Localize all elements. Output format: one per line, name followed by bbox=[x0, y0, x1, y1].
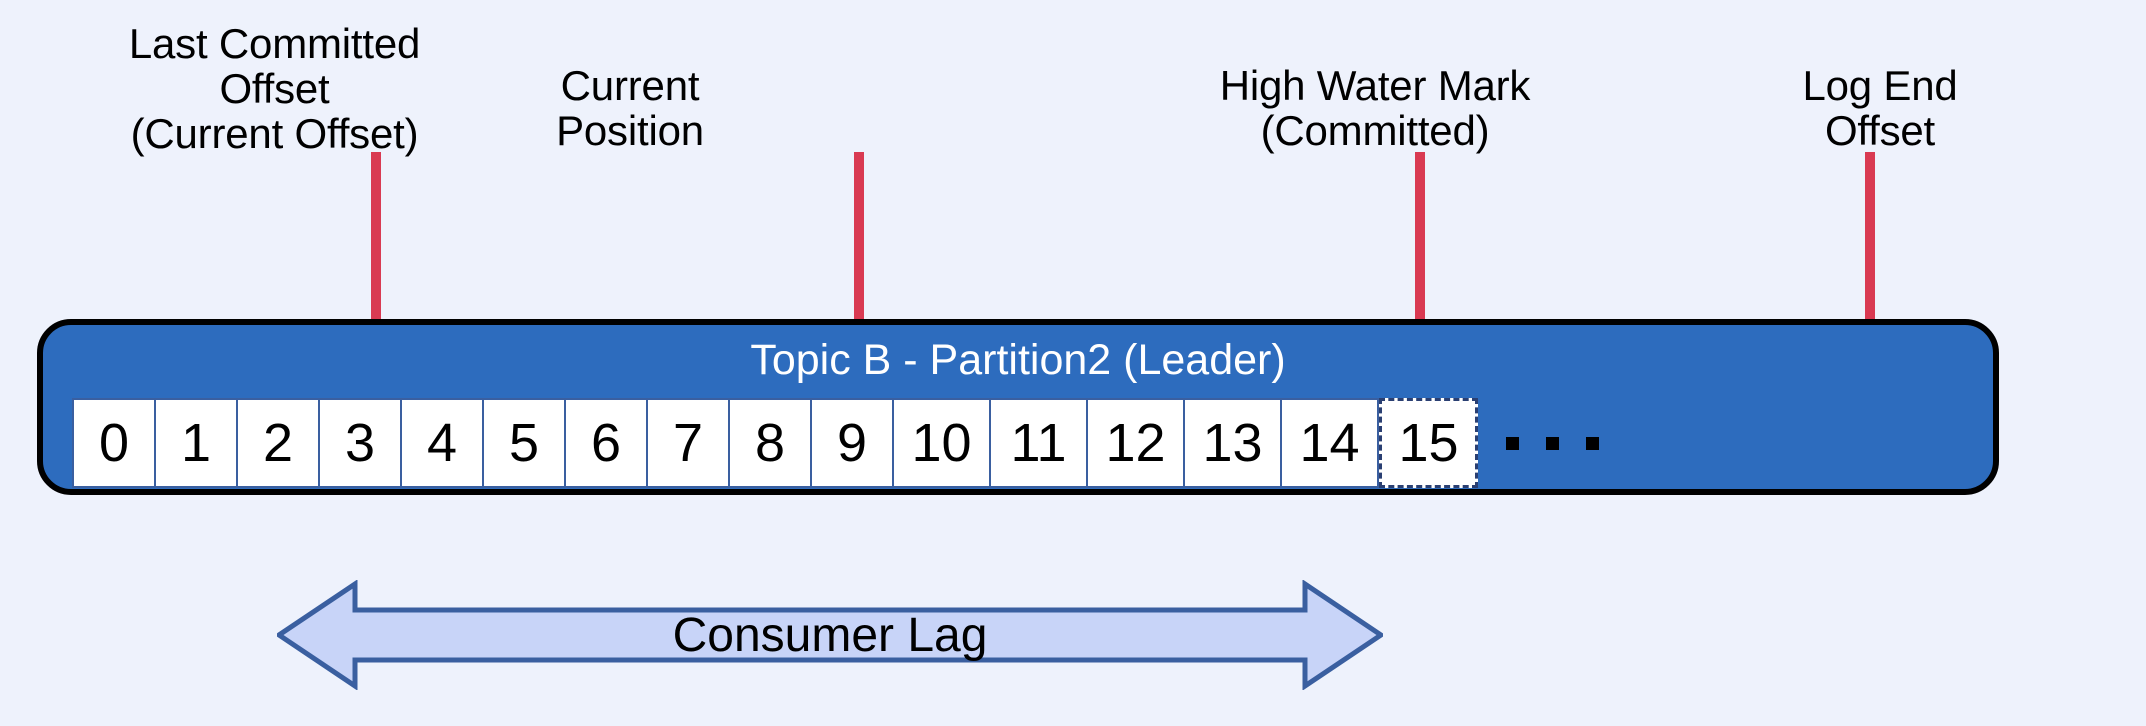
offset-cell[interactable]: 10 bbox=[892, 398, 991, 488]
offset-cell[interactable]: 8 bbox=[728, 398, 812, 488]
offset-cell[interactable]: 13 bbox=[1183, 398, 1282, 488]
callout-label-log-end-offset: Log End Offset bbox=[1802, 62, 1958, 154]
offset-cell[interactable]: 2 bbox=[236, 398, 320, 488]
offset-cell[interactable]: 5 bbox=[482, 398, 566, 488]
callout-label-current-position: Current Position bbox=[556, 62, 704, 154]
offset-cell[interactable]: 6 bbox=[564, 398, 648, 488]
offset-cell[interactable]: 11 bbox=[989, 398, 1088, 488]
offset-cell[interactable]: 7 bbox=[646, 398, 730, 488]
offset-cell[interactable]: 14 bbox=[1280, 398, 1379, 488]
offset-cell[interactable]: 9 bbox=[810, 398, 894, 488]
partition-bar: Topic B - Partition2 (Leader) 0 1 2 3 4 … bbox=[37, 319, 1999, 495]
offset-cell[interactable]: 0 bbox=[72, 398, 156, 488]
offset-cell[interactable]: 1 bbox=[154, 398, 238, 488]
callout-label-high-water-mark: High Water Mark (Committed) bbox=[1219, 62, 1531, 154]
offset-cell[interactable]: 3 bbox=[318, 398, 402, 488]
offsets-row: 0 1 2 3 4 5 6 7 8 9 10 11 12 13 14 15 bbox=[72, 398, 1626, 488]
callout-label-last-committed-offset: Last Committed Offset (Current Offset) bbox=[128, 20, 421, 157]
ellipsis-dot bbox=[1506, 436, 1519, 450]
consumer-lag-arrow-shape bbox=[277, 580, 1383, 690]
offset-cell[interactable]: 12 bbox=[1086, 398, 1185, 488]
offset-cell[interactable]: 4 bbox=[400, 398, 484, 488]
offset-cell-pending[interactable]: 15 bbox=[1379, 398, 1478, 488]
ellipsis-dot bbox=[1546, 436, 1559, 450]
ellipsis-dot bbox=[1586, 436, 1599, 450]
ellipsis-dots bbox=[1506, 398, 1626, 488]
partition-title: Topic B - Partition2 (Leader) bbox=[750, 336, 1286, 384]
consumer-lag-arrow: Consumer Lag bbox=[277, 580, 1383, 690]
